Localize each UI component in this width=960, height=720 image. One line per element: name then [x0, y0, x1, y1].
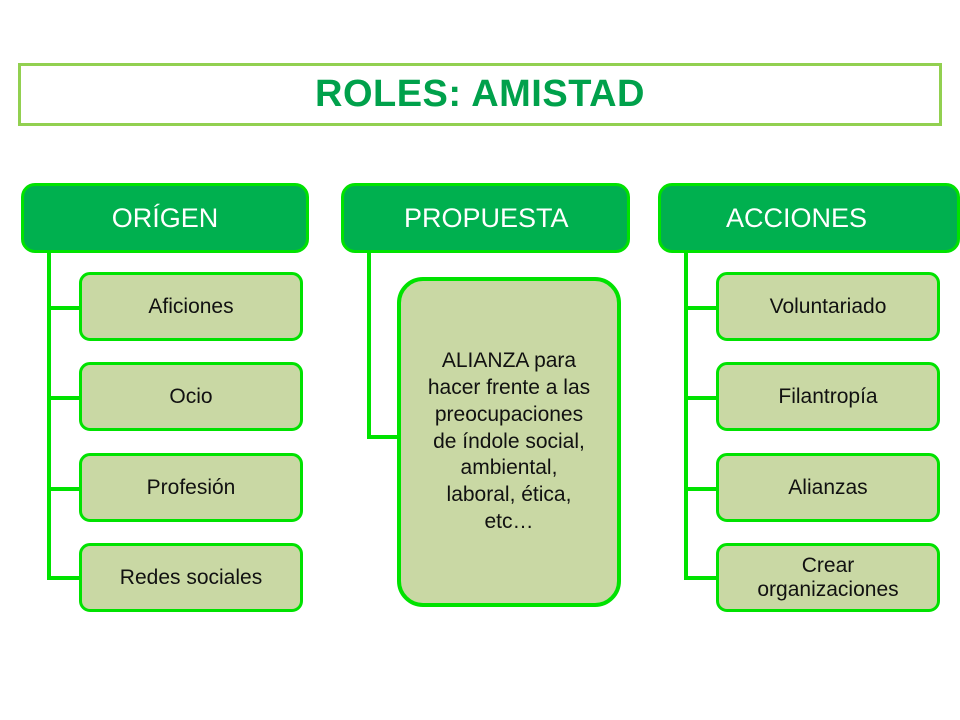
- list-item[interactable]: Voluntariado: [716, 272, 940, 341]
- column-acciones: ACCIONES Voluntariado Filantropía Alianz…: [640, 0, 960, 720]
- connector-branch: [684, 306, 720, 310]
- propuesta-text: ALIANZA para hacer frente a las preocupa…: [427, 348, 591, 534]
- list-item[interactable]: Filantropía: [716, 362, 940, 431]
- list-item[interactable]: Profesión: [79, 453, 303, 522]
- list-item-label: Ocio: [169, 384, 213, 408]
- connector-branch: [367, 435, 403, 439]
- connector-branch: [47, 576, 83, 580]
- connector-trunk-origen: [47, 253, 51, 580]
- list-item-label: Aficiones: [148, 294, 234, 318]
- propuesta-content-box[interactable]: ALIANZA para hacer frente a las preocupa…: [397, 277, 621, 607]
- list-item-label: Voluntariado: [769, 294, 887, 318]
- list-item-label: Profesión: [146, 475, 236, 499]
- list-item[interactable]: Ocio: [79, 362, 303, 431]
- list-item[interactable]: Crear organizaciones: [716, 543, 940, 612]
- column-header-acciones[interactable]: ACCIONES: [658, 183, 960, 253]
- column-header-label: ORÍGEN: [111, 202, 219, 233]
- column-header-label: PROPUESTA: [404, 202, 569, 233]
- list-item-label: Redes sociales: [119, 565, 263, 589]
- connector-branch: [47, 306, 83, 310]
- column-header-propuesta[interactable]: PROPUESTA: [341, 183, 630, 253]
- column-propuesta: PROPUESTA ALIANZA para hacer frente a la…: [320, 0, 640, 720]
- connector-trunk-propuesta: [367, 253, 371, 439]
- column-origen: ORÍGEN Aficiones Ocio Profesión Redes so…: [0, 0, 320, 720]
- list-item-label: Filantropía: [778, 384, 878, 408]
- column-header-label: ACCIONES: [726, 202, 868, 233]
- list-item-label: Crear organizaciones: [757, 553, 899, 601]
- column-header-origen[interactable]: ORÍGEN: [21, 183, 309, 253]
- connector-branch: [47, 396, 83, 400]
- list-item[interactable]: Alianzas: [716, 453, 940, 522]
- slide-title-box: ROLES: AMISTAD: [18, 63, 942, 126]
- connector-branch: [47, 487, 83, 491]
- list-item[interactable]: Aficiones: [79, 272, 303, 341]
- connector-trunk-acciones: [684, 253, 688, 580]
- connector-branch: [684, 396, 720, 400]
- list-item[interactable]: Redes sociales: [79, 543, 303, 612]
- connector-branch: [684, 576, 720, 580]
- connector-branch: [684, 487, 720, 491]
- list-item-label: Alianzas: [788, 475, 868, 499]
- page-title: ROLES: AMISTAD: [315, 73, 645, 115]
